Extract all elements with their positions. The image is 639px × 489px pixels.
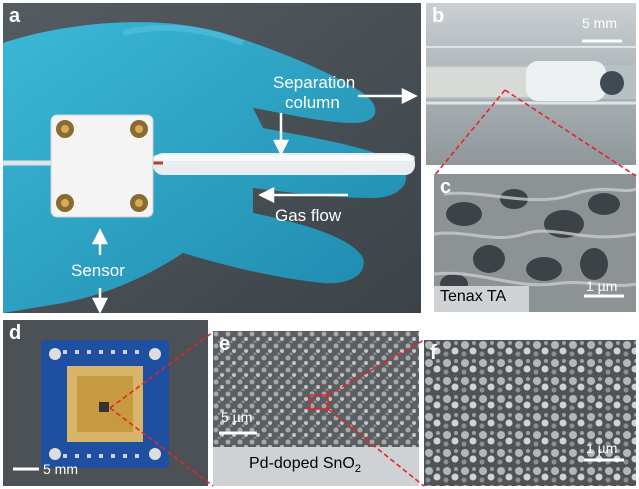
panel-label-c: c bbox=[440, 176, 452, 198]
tenax-sem-texture bbox=[434, 174, 636, 312]
panel-label-b: b bbox=[432, 5, 445, 27]
material-label-e: Pd-doped SnO2 bbox=[249, 455, 361, 475]
panel-c-sem: c Tenax TA 1 µm bbox=[434, 174, 636, 312]
scale-bar-b: 5 mm bbox=[582, 15, 617, 31]
panel-a-photo: a Separation column Gas flow Sensor bbox=[3, 3, 421, 313]
scale-bar-e: 5 µm bbox=[221, 409, 253, 425]
glove-illustration bbox=[3, 3, 421, 313]
scale-bar-d: 5 mm bbox=[43, 461, 78, 477]
material-label-c: Tenax TA bbox=[440, 288, 507, 305]
scale-bar-c: 1 µm bbox=[586, 278, 618, 294]
panel-f-sem: f 1 µm bbox=[424, 340, 636, 486]
sensor-chip-board bbox=[3, 320, 208, 486]
panel-label-f: f bbox=[430, 342, 437, 364]
panel-label-e: e bbox=[219, 333, 231, 355]
panel-b-photo: b 5 mm bbox=[426, 3, 636, 165]
gas-flow-label: Gas flow bbox=[275, 206, 342, 225]
sensor-block bbox=[50, 114, 154, 218]
separation-label-line1: Separation bbox=[273, 73, 356, 92]
snO2-sem-highmag bbox=[424, 340, 636, 486]
material-label-e-main: Pd-doped SnO bbox=[249, 455, 355, 472]
panel-label-d: d bbox=[9, 322, 22, 344]
material-label-e-sub: 2 bbox=[354, 463, 361, 476]
panel-d-photo: d 5 mm bbox=[3, 320, 208, 486]
panel-label-a: a bbox=[9, 5, 21, 27]
scale-bar-f: 1 µm bbox=[586, 440, 618, 456]
separation-label-line2: column bbox=[285, 93, 340, 112]
sensor-label: Sensor bbox=[71, 261, 125, 280]
panel-e-sem: e 5 µm Pd-doped SnO2 bbox=[213, 331, 419, 486]
